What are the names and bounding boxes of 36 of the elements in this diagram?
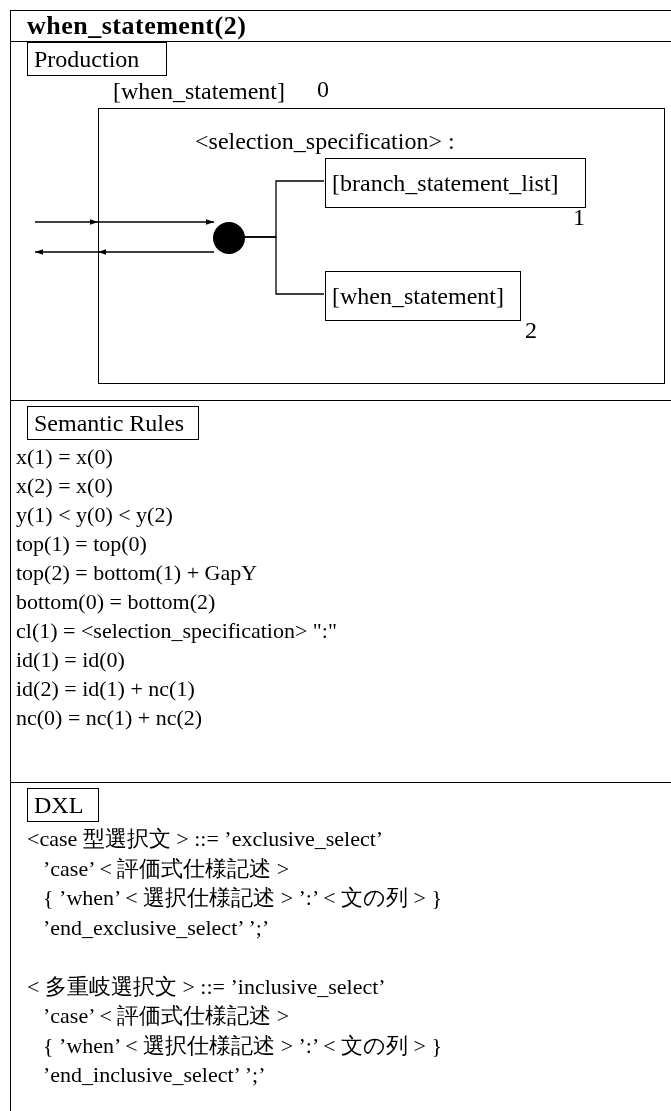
rule-text: id(1) = id(0) [16, 649, 125, 671]
rule-text: top(1) = top(0) [16, 533, 147, 555]
rule-text: y(1) < y(0) < y(2) [16, 504, 173, 526]
box-text: Semantic Rules [34, 411, 184, 435]
grammar-text: { ’when’ < 選択仕様記述 > ’:’ < 文の列 > } [43, 887, 443, 909]
box-text: DXL [34, 793, 84, 817]
rule-text: x(1) = x(0) [16, 446, 113, 468]
rule-text: id(2) = id(1) + nc(1) [16, 678, 195, 700]
rule-text: cl(1) = <selection_specification> ":" [16, 620, 337, 642]
grammar-text: < 多重岐選択文 > ::= ’inclusive_select’ [27, 975, 386, 998]
grammar-text: ’end_exclusive_select’ ’;’ [43, 916, 270, 939]
grammar-text: ’end_inclusive_select’ ’;’ [43, 1064, 266, 1086]
section-heading [27, 406, 199, 440]
box-text: [branch_statement_list] [332, 171, 559, 195]
index-number: 0 [317, 77, 329, 101]
rule-text: top(2) = bottom(1) + GapY [16, 562, 258, 584]
junction-dot [213, 222, 245, 254]
annotation-text: <selection_specification> : [195, 129, 455, 153]
grammar-text: ’case’ < 評価式仕様記述 > [43, 1005, 290, 1027]
section-heading [27, 42, 167, 76]
box-heading: [when_statement] [113, 79, 285, 103]
connector-line [243, 236, 325, 295]
rule-text: x(2) = x(0) [16, 475, 113, 497]
rule-text: nc(0) = nc(1) + nc(2) [16, 707, 203, 729]
index-number: 2 [525, 318, 537, 342]
box-text: [when_statement] [332, 284, 504, 308]
box-text: Production [34, 47, 140, 71]
rule-text: bottom(0) = bottom(2) [16, 591, 216, 613]
arrow [34, 219, 215, 225]
grammar-text: <case 型選択文 > ::= ’exclusive_select’ [27, 828, 384, 850]
diagram-title: when_statement(2) [27, 12, 247, 41]
arrow [34, 249, 215, 255]
grammar-text: { ’when’ < 選択仕様記述 > ’:’ < 文の列 > } [43, 1034, 443, 1057]
grammar-text: ’case’ < 評価式仕様記述 > [43, 857, 290, 880]
index-number: 1 [573, 205, 585, 229]
section-heading [27, 788, 99, 822]
